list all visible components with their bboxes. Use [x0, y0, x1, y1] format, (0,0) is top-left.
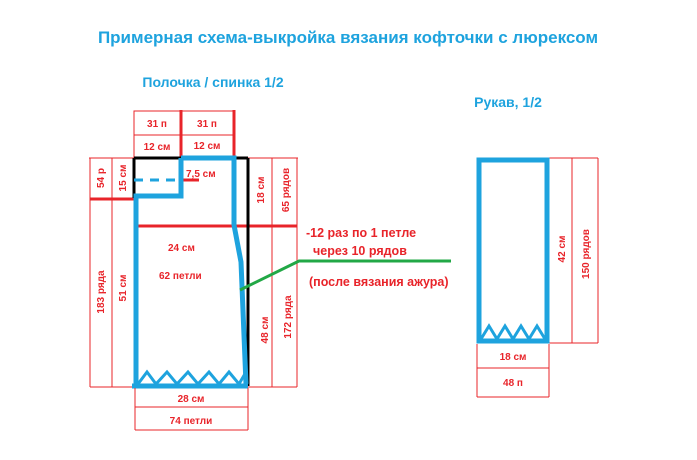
decrease-note-line1: -12 раз по 1 петле [306, 226, 416, 240]
body-stitches: 62 петли [159, 271, 202, 282]
diagram-title: Примерная схема-выкройка вязания кофточк… [98, 28, 598, 47]
armhole-rows: 65 рядов [281, 168, 292, 212]
neck-width-cm: 7,5 см [186, 169, 216, 180]
bottom-dimension-boxes [134, 388, 249, 431]
pattern-outline [132, 155, 249, 389]
sleeve-heading: Рукав, 1/2 [474, 94, 542, 110]
armhole-cm: 18 см [256, 177, 267, 204]
front-back-piece: 31 п 31 п 12 см 12 см 54 р 15 см 183 ряд… [89, 110, 298, 431]
sleeve-lace-zigzag [479, 323, 547, 342]
decrease-annotation: -12 раз по 1 петле через 10 рядов (после… [239, 226, 451, 292]
decrease-note-line2: через 10 рядов [313, 244, 407, 258]
right-side-rows: 172 ряда [283, 295, 294, 339]
neck-depth-cm: 15 см [118, 165, 129, 192]
sleeve-piece: 42 см 150 рядов 18 см 48 п [476, 157, 599, 398]
front-back-heading: Полочка / спинка 1/2 [142, 74, 283, 90]
lace-zigzag [136, 369, 248, 387]
sleeve-width-cm: 18 см [500, 352, 527, 363]
bottom-cm: 28 см [178, 394, 205, 405]
neck-depth-rows: 54 р [96, 168, 107, 188]
right-dimension-lines [248, 157, 298, 388]
bottom-stitches: 74 петли [170, 416, 213, 427]
top-cm-left: 12 см [144, 142, 171, 153]
decrease-note-line3: (после вязания ажура) [309, 275, 449, 289]
sleeve-outline [476, 157, 550, 344]
sleeve-length-rows: 150 рядов [581, 229, 592, 279]
left-total-rows: 183 ряда [96, 270, 107, 314]
sleeve-dimension-lines [476, 157, 599, 398]
right-side-cm: 48 см [260, 317, 271, 344]
left-total-cm: 51 см [118, 275, 129, 302]
body-width-cm: 24 см [168, 243, 195, 254]
left-dimension-lines [89, 157, 134, 388]
top-stitches-left: 31 п [147, 119, 167, 130]
sleeve-width-stitches: 48 п [503, 378, 523, 389]
top-cm-right: 12 см [194, 141, 221, 152]
top-stitches-right: 31 п [197, 119, 217, 130]
sleeve-length-cm: 42 см [557, 236, 568, 263]
leader-line [239, 259, 451, 292]
